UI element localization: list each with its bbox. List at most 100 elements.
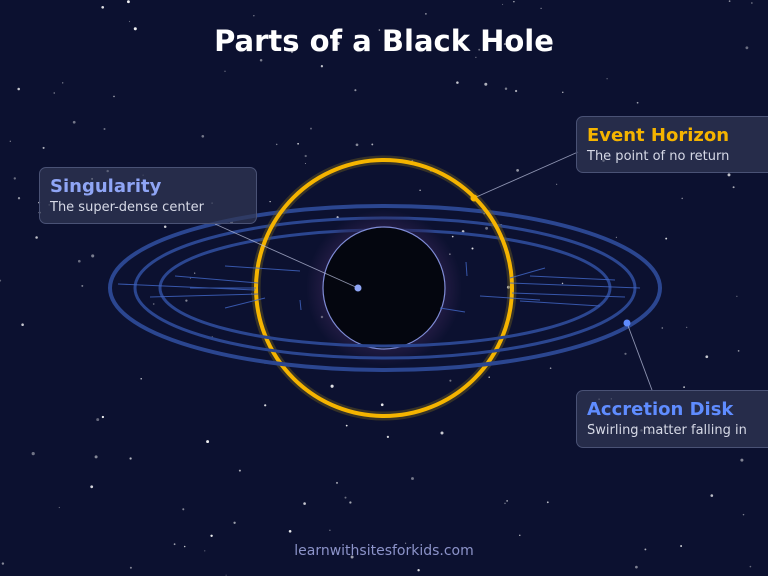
star (386, 435, 390, 439)
star (471, 247, 474, 250)
star (42, 146, 45, 149)
star (546, 501, 549, 504)
star (1, 562, 5, 565)
star (21, 323, 24, 326)
star (411, 477, 414, 480)
star (303, 502, 306, 505)
star (606, 78, 608, 80)
star (419, 189, 421, 191)
star (182, 508, 185, 511)
star (736, 295, 738, 297)
star (0, 279, 2, 282)
star (128, 20, 131, 23)
star (440, 431, 444, 435)
star (519, 534, 521, 536)
star (344, 496, 347, 499)
star (194, 272, 196, 274)
singularity-label-box: Singularity The super-dense center (39, 167, 257, 224)
star (513, 0, 515, 3)
accretion-disk-marker (623, 319, 631, 327)
star (681, 197, 683, 200)
star (81, 284, 84, 287)
star (329, 529, 331, 531)
star (355, 143, 359, 147)
singularity-description: The super-dense center (50, 200, 204, 215)
star (661, 327, 664, 329)
star (425, 13, 427, 15)
star (478, 48, 481, 51)
star (210, 534, 213, 537)
star (330, 384, 334, 388)
star (183, 545, 186, 548)
star (91, 254, 95, 258)
star (710, 494, 714, 497)
star (686, 326, 688, 328)
star (456, 81, 459, 84)
star (336, 481, 338, 484)
star (103, 128, 106, 130)
singularity-title: Singularity (50, 176, 162, 197)
star (345, 424, 348, 427)
star (740, 458, 744, 462)
star (233, 521, 236, 524)
star (269, 201, 271, 203)
star (745, 46, 749, 50)
star (449, 379, 452, 382)
star (378, 29, 381, 31)
star (290, 51, 294, 54)
star (485, 226, 489, 230)
star (540, 7, 542, 10)
star (204, 550, 206, 552)
star (727, 173, 731, 177)
star (129, 457, 132, 460)
accretion-disk-description: Swirling matter falling in (587, 423, 747, 438)
star (380, 403, 384, 407)
star (238, 469, 241, 472)
star (737, 350, 740, 352)
star (680, 545, 683, 547)
star (129, 566, 132, 569)
star (9, 140, 11, 142)
star (101, 415, 105, 419)
star (665, 237, 668, 240)
star (742, 513, 745, 516)
star (58, 506, 60, 509)
star (405, 542, 407, 544)
star (133, 27, 137, 31)
star (506, 500, 508, 502)
black-hole-center (322, 226, 446, 350)
matter-streaks (117, 261, 641, 313)
star (35, 236, 38, 239)
star (503, 43, 506, 46)
star (488, 376, 490, 378)
event-horizon-label-box: Event Horizon The point of no return (576, 116, 768, 173)
singularity-marker (354, 284, 362, 292)
pointer-lines (214, 151, 653, 391)
star (17, 197, 21, 200)
star (504, 87, 508, 91)
star (173, 543, 176, 546)
star (206, 440, 210, 444)
star (732, 186, 735, 189)
star (644, 548, 647, 551)
star (504, 502, 506, 505)
star (502, 3, 504, 5)
footer-credit: learnwithsitesforkids.com (294, 543, 474, 559)
star (615, 236, 617, 238)
star (224, 70, 226, 72)
diagram-title: Parts of a Black Hole (214, 24, 554, 58)
star (288, 529, 292, 533)
star (506, 285, 510, 289)
star (749, 565, 752, 568)
star (253, 15, 255, 17)
star (264, 404, 267, 407)
star (201, 134, 205, 138)
star (562, 91, 564, 93)
star (185, 299, 188, 302)
star (126, 0, 130, 4)
star (549, 367, 552, 369)
star (635, 565, 638, 569)
star (101, 5, 105, 9)
star (728, 0, 731, 2)
